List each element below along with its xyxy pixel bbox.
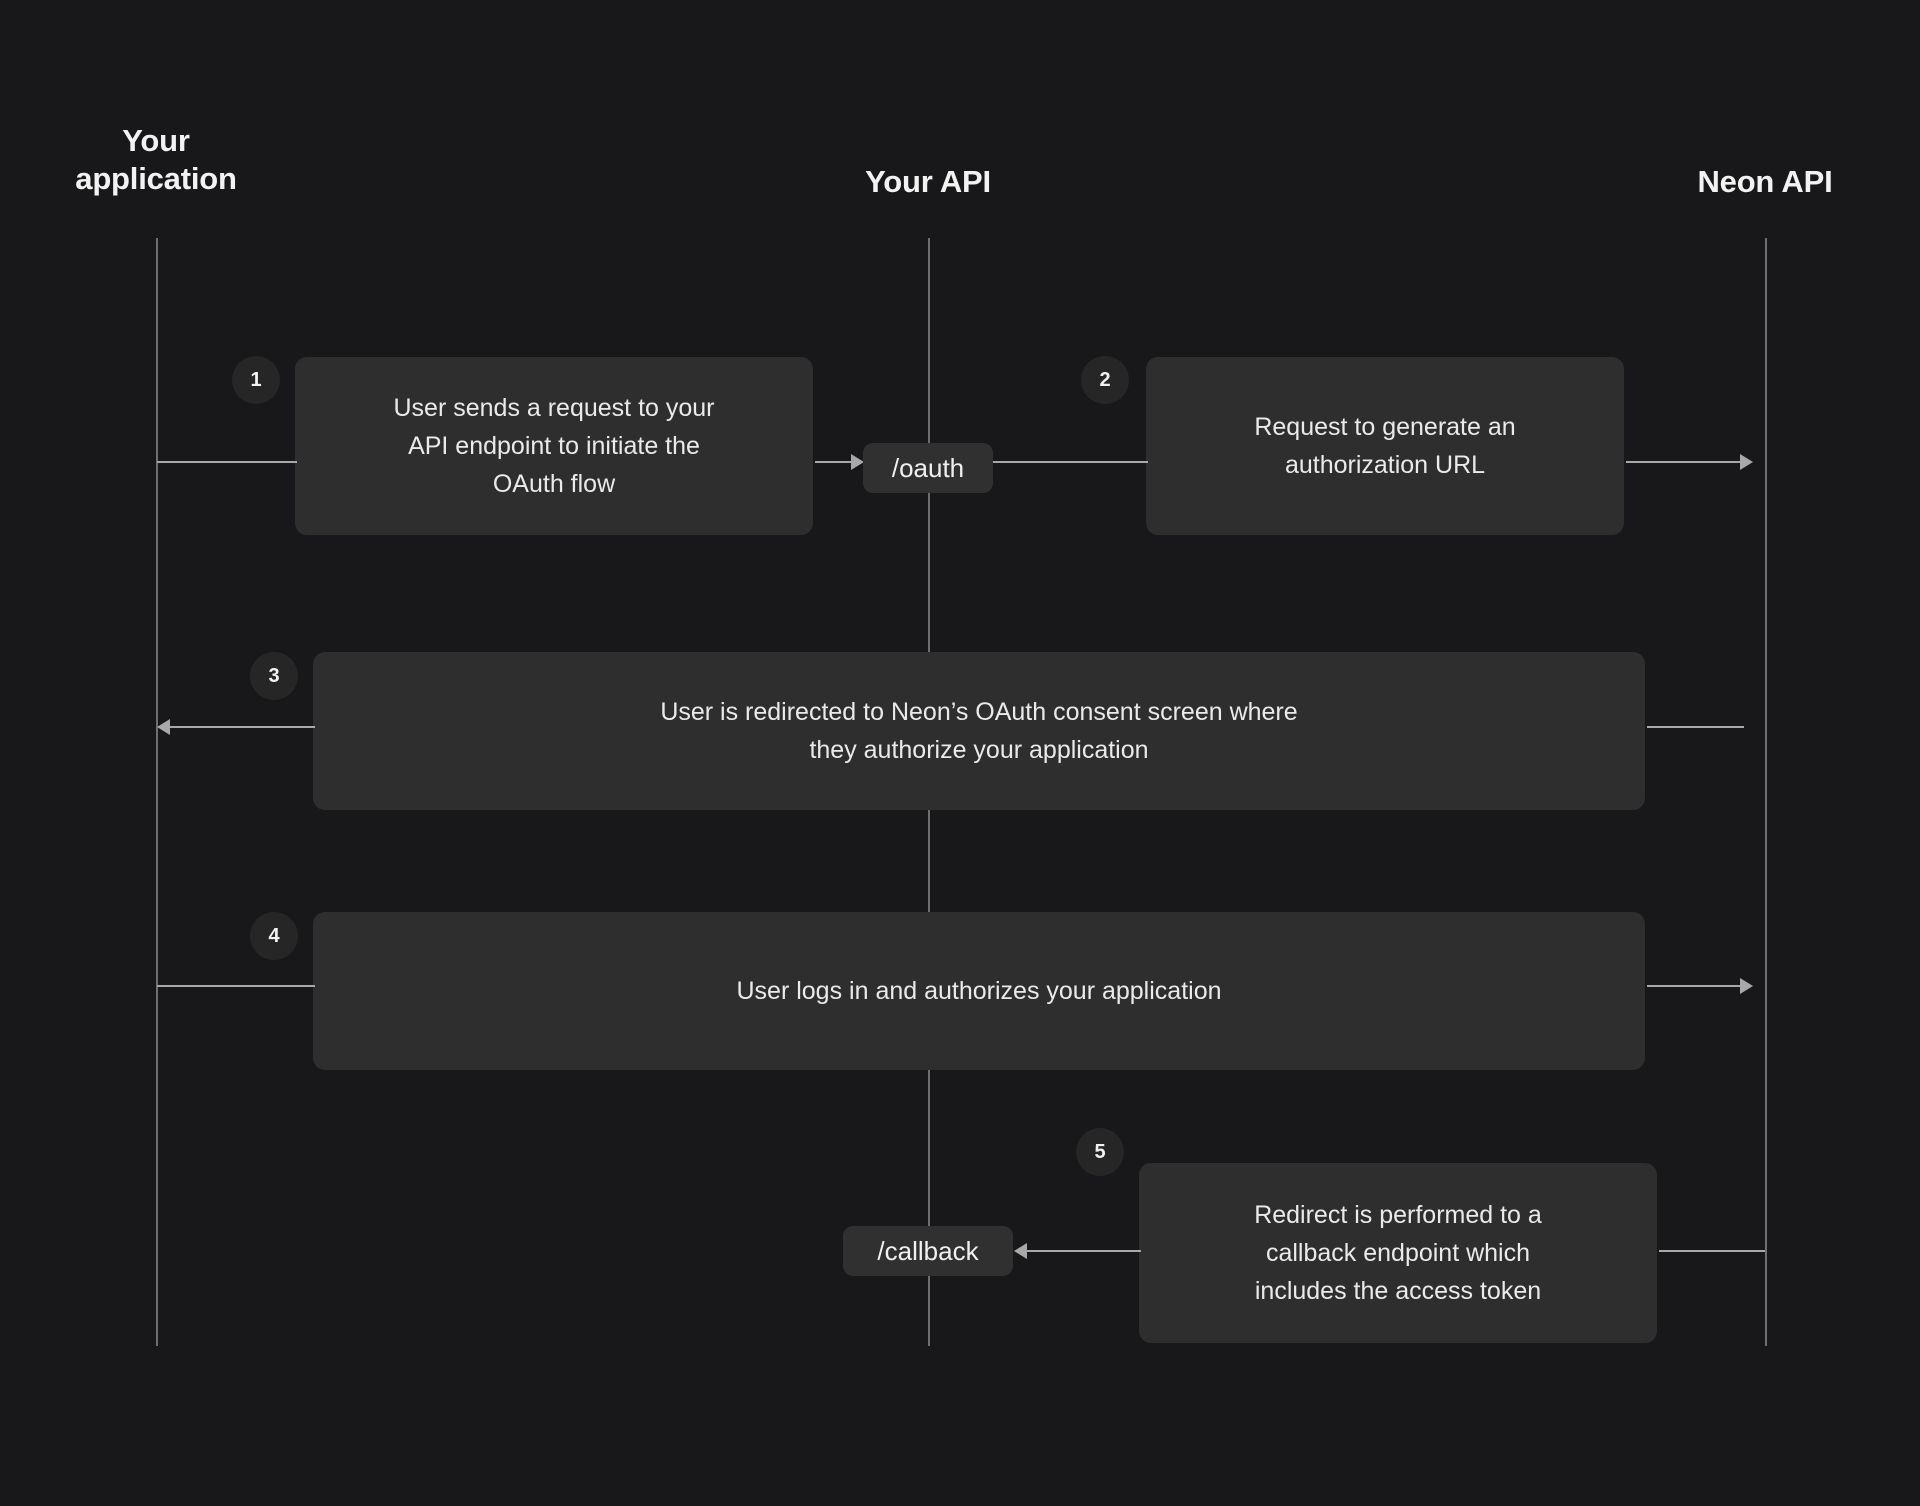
arrowhead-right-icon-step-4 — [1740, 978, 1753, 994]
step-badge-5: 5 — [1076, 1128, 1124, 1176]
lifeline-your-application — [156, 238, 158, 1346]
lifeline-neon-api — [1765, 238, 1767, 1346]
connector-step-5-from-neon-api — [1659, 1250, 1765, 1252]
step-box-5: Redirect is performed to a callback endp… — [1139, 1163, 1657, 1343]
step-box-4-text: User logs in and authorizes your applica… — [736, 977, 1222, 1005]
step-box-3-text: User is redirected to Neon’s OAuth conse… — [660, 698, 1298, 764]
connector-step-4-to-neon-api — [1647, 985, 1744, 987]
step-badge-2: 2 — [1081, 356, 1129, 404]
arrowhead-right-icon-step-2 — [1740, 454, 1753, 470]
endpoint-pill-callback[interactable]: /callback — [843, 1226, 1013, 1276]
step-box-1-text: User sends a request to your API endpoin… — [393, 394, 715, 498]
arrowhead-left-icon-step-5 — [1014, 1243, 1027, 1259]
step-box-1: User sends a request to your API endpoin… — [295, 357, 813, 535]
step-box-4: User logs in and authorizes your applica… — [313, 912, 1645, 1070]
step-box-5-text: Redirect is performed to a callback endp… — [1254, 1201, 1542, 1305]
connector-step-4-from-application — [157, 985, 315, 987]
connector-step-2-to-neon-api — [1626, 461, 1744, 463]
step-box-2: Request to generate an authorization URL — [1146, 357, 1624, 535]
arrowhead-left-icon-step-3 — [157, 719, 170, 735]
column-header-neon-api: Neon API — [1697, 164, 1833, 199]
connector-step-1-to-oauth — [815, 461, 857, 463]
connector-step-2-from-oauth — [993, 461, 1148, 463]
column-header-your-api: Your API — [865, 164, 991, 199]
connector-step-3-from-neon-api — [1647, 726, 1744, 728]
step-badge-1: 1 — [232, 356, 280, 404]
step-box-2-text: Request to generate an authorization URL — [1254, 413, 1516, 479]
column-header-your-application: Your application — [75, 123, 237, 197]
connector-step-3-to-application — [170, 726, 315, 728]
step-box-3: User is redirected to Neon’s OAuth conse… — [313, 652, 1645, 810]
step-badge-3: 3 — [250, 652, 298, 700]
arrowhead-right-icon-step-1 — [851, 454, 864, 470]
step-badge-4: 4 — [250, 912, 298, 960]
endpoint-pill-oauth[interactable]: /oauth — [863, 443, 993, 493]
connector-step-5-to-callback — [1027, 1250, 1141, 1252]
connector-step-1-from-application — [157, 461, 297, 463]
